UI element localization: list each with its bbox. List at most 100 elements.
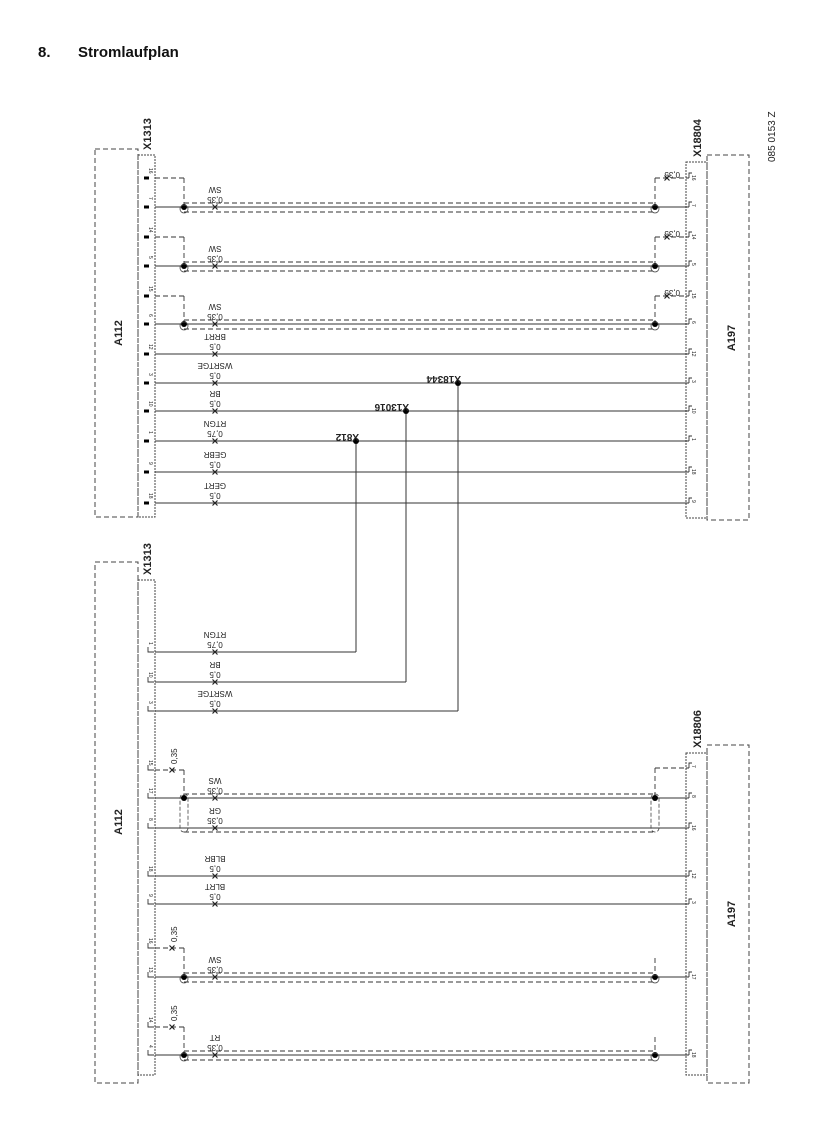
wire-marker-icon [212,263,218,269]
wire-gauge-label: 0,5 [209,699,221,708]
splice-dot [403,408,409,414]
pin-terminal-icon [147,943,154,949]
wire-marker-icon [212,500,218,506]
shield-end-icon [650,793,660,833]
shield-end-icon [179,321,189,331]
wire-marker-icon [212,974,218,980]
wire-color-label: BRRT [204,332,226,341]
wire-marker-icon [212,438,218,444]
drain-gauge-label: 0,35 [664,288,680,297]
wire-color-label: GERT [204,481,226,490]
shield-end-icon [179,974,189,984]
connector-x18806-box [685,752,708,1076]
wire-gauge-label: 0,35 [207,786,223,795]
module-label: A197 [726,325,738,351]
pin-number-label: 18 [147,493,153,499]
wire-color-label: SW [208,185,221,194]
pin-number-label: 12 [147,344,153,350]
pin-terminal-icon [686,348,692,355]
module-label: A112 [113,320,125,346]
pin-number-label: 14 [147,1017,153,1023]
wire-gauge-label: 0,5 [209,670,221,679]
drawing-id: 085 0153 Z [767,111,778,162]
pin-terminal-icon [147,765,154,771]
wire-gauge-label: 0,5 [209,460,221,469]
pin-terminal-icon [144,352,149,356]
shield-end-icon [179,263,189,273]
pin-terminal-icon [144,381,149,385]
drain-gauge-label: 0,35 [664,170,680,179]
wire-color-label: GEBR [203,450,226,459]
splice-dot [353,438,359,444]
pin-terminal-icon [147,1022,154,1028]
wire-marker-icon [212,204,218,210]
pin-number-label: 6 [147,314,153,317]
wire-color-label: GR [209,806,221,815]
connector-label: X18804 [692,118,704,157]
pin-terminal-icon [686,1049,692,1056]
wire-color-label: RT [210,1033,221,1042]
pin-terminal-icon [144,501,149,505]
pin-terminal-icon [686,377,692,384]
splice-dot [181,795,187,801]
pin-number-label: 6 [690,321,696,324]
splice-label: X13016 [374,401,409,412]
section-title: Stromlaufplan [78,44,179,61]
wire-color-label: WS [209,776,222,785]
pin-terminal-icon [147,1050,154,1056]
section-number: 8. [38,44,51,61]
splice-label: X18344 [426,373,461,384]
wire-color-label: WSRTGE [198,361,233,370]
pin-terminal-icon [686,172,692,179]
pin-terminal-icon [686,870,692,877]
shield-end-icon [179,793,189,833]
wire-gauge-label: 0,75 [207,429,223,438]
pin-number-label: 14 [690,234,696,240]
pin-terminal-icon [686,898,692,905]
pin-number-label: 18 [690,469,696,475]
wire-color-label: SW [208,244,221,253]
wire-marker-icon [212,873,218,879]
wire-color-label: BLRT [205,882,225,891]
pin-number-label: 13 [147,967,153,973]
pin-number-label: 15 [147,286,153,292]
drain-gauge-label: 0,35 [170,748,179,764]
pin-number-label: 9 [147,462,153,465]
shield-end-icon [650,321,660,331]
module-a197-box [706,744,750,1084]
wire-color-label: SW [208,955,221,964]
pin-number-label: 17 [147,788,153,794]
pin-terminal-icon [144,322,149,326]
pin-terminal-icon [686,405,692,412]
pin-terminal-icon [144,176,149,180]
pin-terminal-icon [147,793,154,799]
pin-terminal-icon [144,439,149,443]
shield-end-icon [650,204,660,214]
wire-marker-icon [212,380,218,386]
connector-label: X1313 [142,118,154,150]
section-heading: 8. Stromlaufplan [38,44,179,61]
wire-marker-icon [169,945,175,951]
wire-color-label: BR [209,660,220,669]
wire-gauge-label: 0,75 [207,640,223,649]
pin-number-label: 1 [147,431,153,434]
wire-gauge-label: 0,35 [207,816,223,825]
wire-gauge-label: 0,5 [209,399,221,408]
pin-terminal-icon [686,792,692,799]
pin-number-label: 15 [690,293,696,299]
pin-number-label: 7 [690,204,696,207]
pin-terminal-icon [147,677,154,683]
shield-end-icon [179,204,189,214]
splice-dot [455,380,461,386]
pin-terminal-icon [147,823,154,829]
drain-gauge-label: 0,35 [170,1005,179,1021]
module-label: A197 [726,901,738,927]
pin-number-label: 14 [147,227,153,233]
pin-terminal-icon [144,294,149,298]
pin-number-label: 7 [147,197,153,200]
pin-terminal-icon [147,871,154,877]
pin-terminal-icon [147,972,154,978]
shield-end-icon [179,1052,189,1062]
wire-marker-icon [212,469,218,475]
